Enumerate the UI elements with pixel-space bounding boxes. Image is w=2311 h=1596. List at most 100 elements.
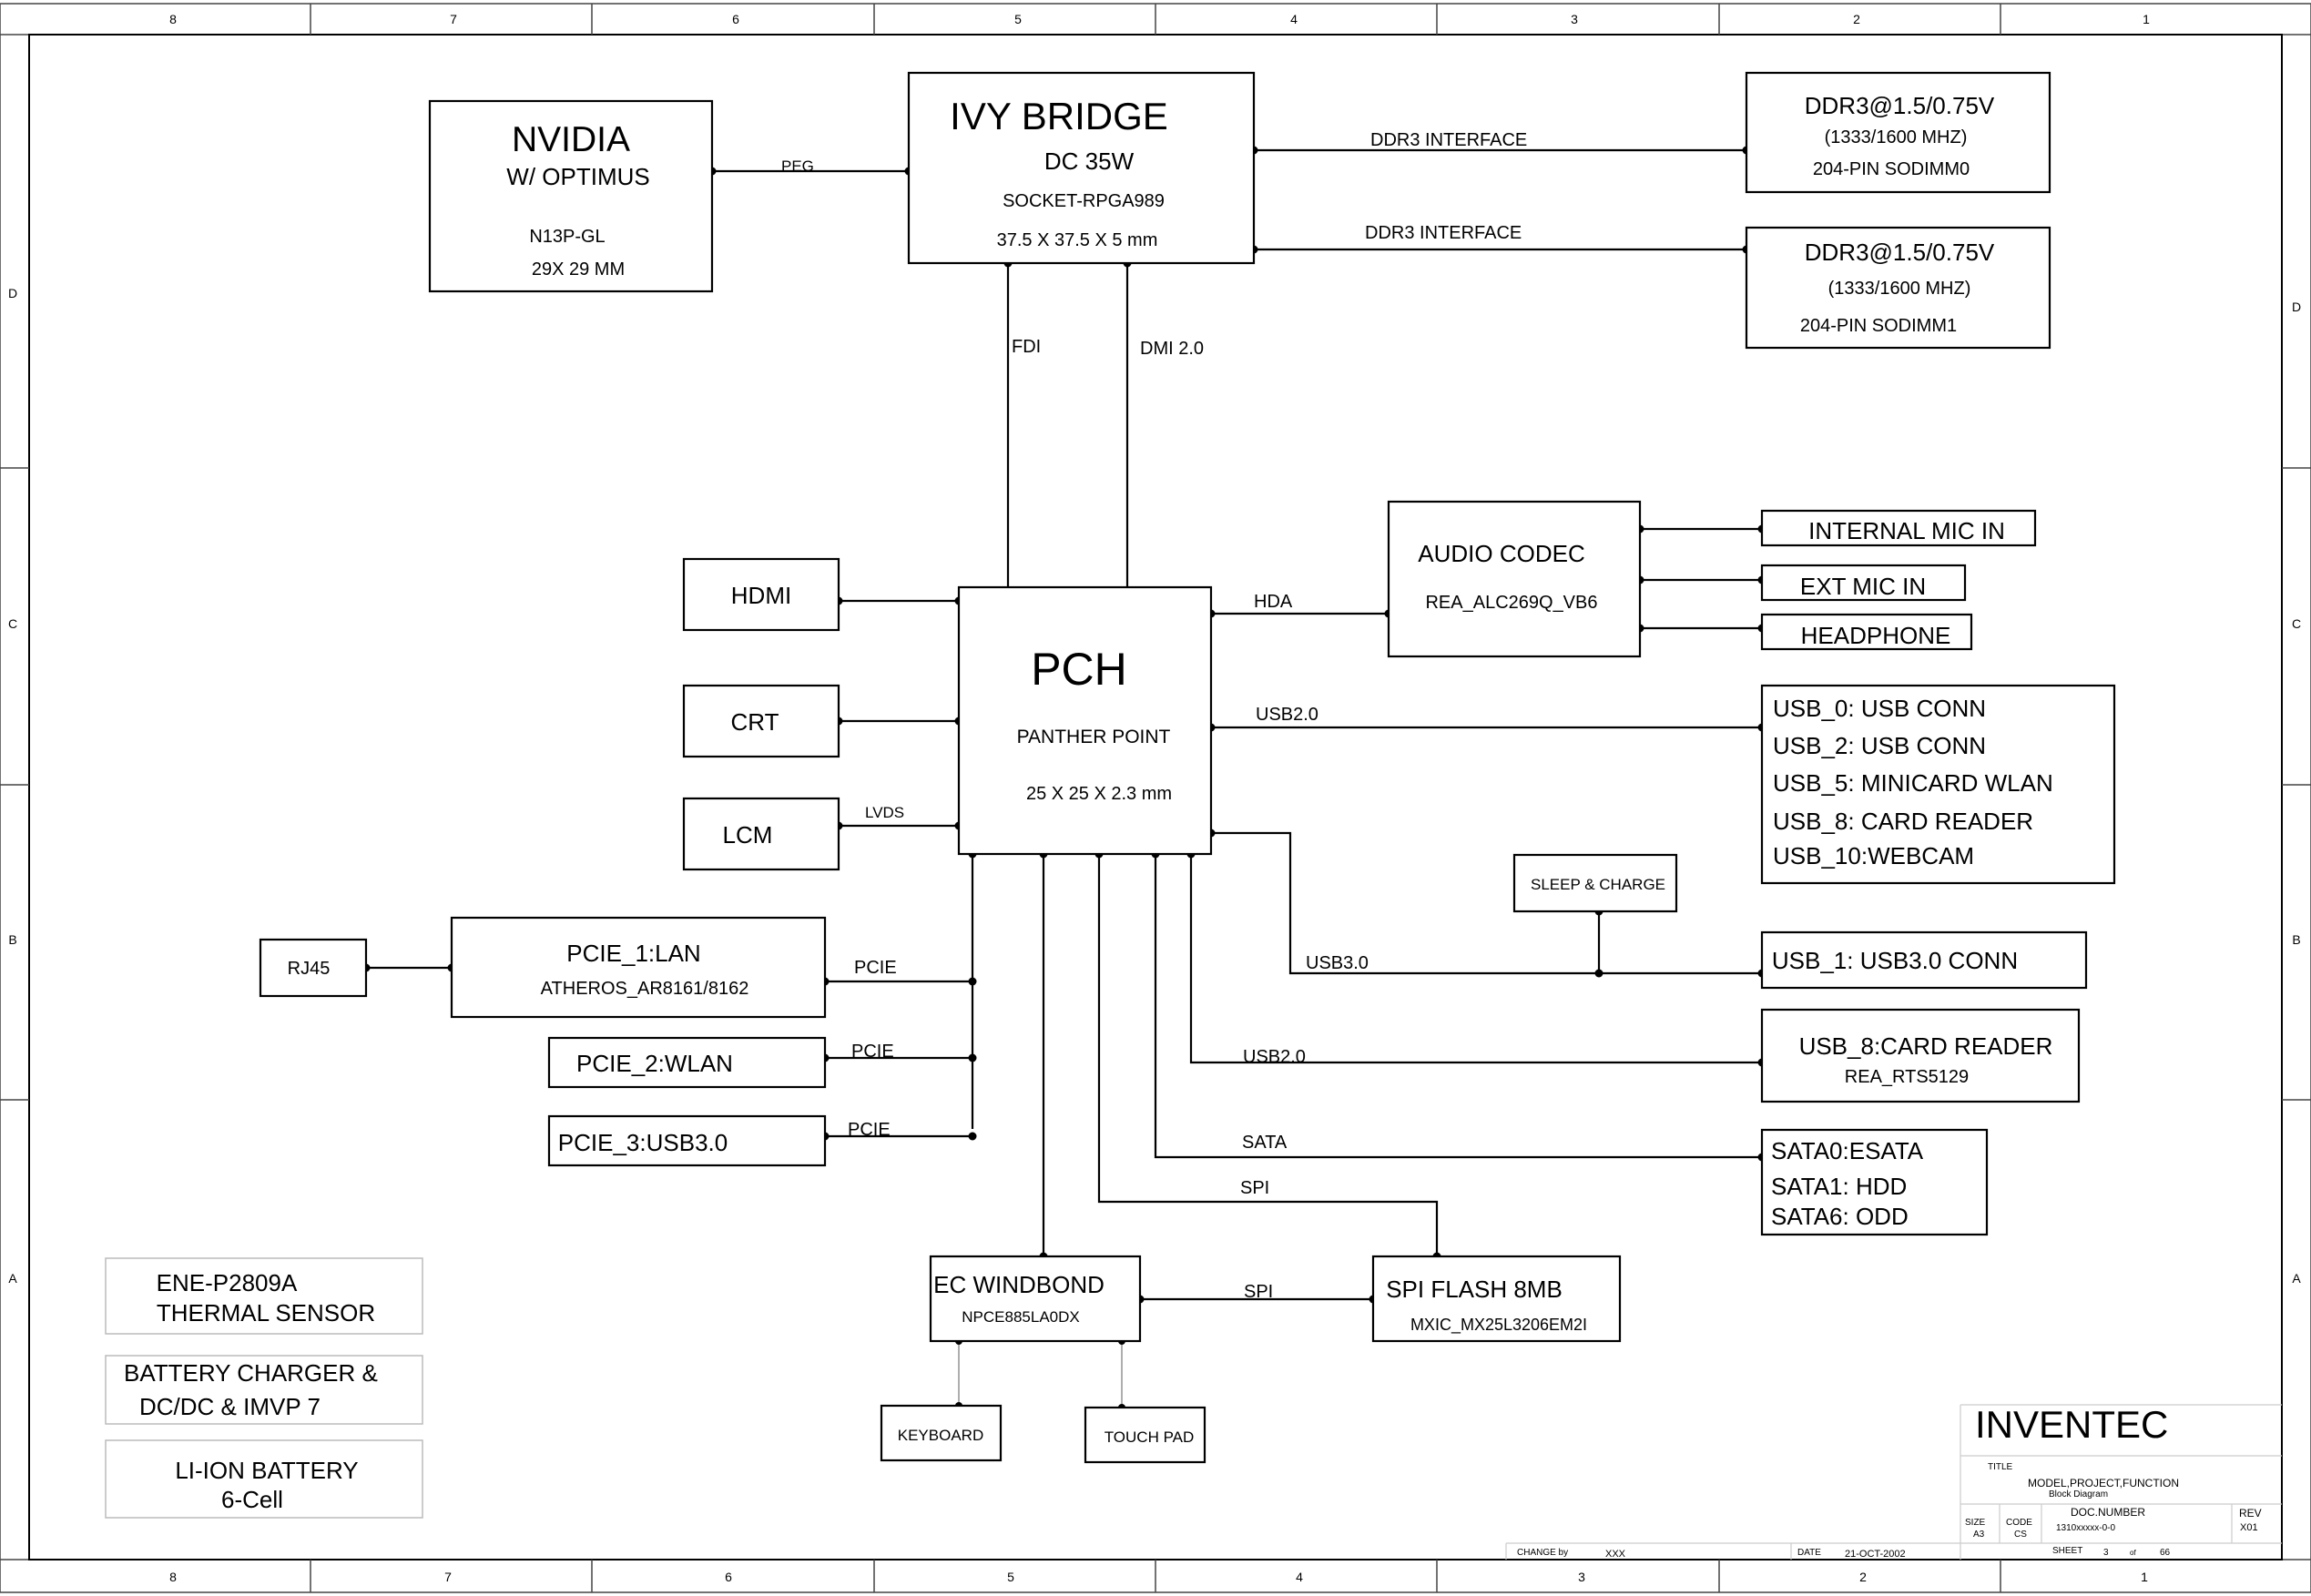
- bus-label-peg: PEG: [781, 158, 814, 175]
- usb-port-item: USB_10:WEBCAM: [1773, 842, 1974, 869]
- zone-col-bottom: 7: [444, 1570, 452, 1584]
- block-nvidia: NVIDIA W/ OPTIMUS N13P-GL 29X 29 MM: [428, 99, 714, 293]
- date-value: 21-OCT-2002: [1845, 1549, 1906, 1560]
- usb-port-item: USB_8: CARD READER: [1773, 808, 2033, 835]
- pch-size: 25 X 25 X 2.3 mm: [1026, 784, 1172, 804]
- usb-port-item: USB_5: MINICARD WLAN: [1773, 769, 2053, 797]
- ddr1-voltage: DDR3@1.5/0.75V: [1805, 239, 1995, 266]
- bus-label-usb30: USB3.0: [1306, 953, 1369, 973]
- ddr0-voltage: DDR3@1.5/0.75V: [1805, 92, 1995, 119]
- ddr1-slot: 204-PIN SODIMM1: [1800, 316, 1957, 336]
- zone-col-top: 6: [732, 12, 739, 26]
- bus-label-pcie-a: PCIE: [854, 958, 897, 978]
- zone-col-bottom: 1: [2141, 1570, 2148, 1584]
- zone-col-top: 7: [450, 12, 457, 26]
- keyboard-label: KEYBOARD: [898, 1427, 983, 1444]
- zone-labels: 8 7 6 5 4 3 2 1 8 7 6 5 4 3 2 1 D C B A …: [8, 12, 2301, 1584]
- nvidia-size: 29X 29 MM: [532, 259, 625, 280]
- usb-port-item: USB_0: USB CONN: [1773, 695, 1986, 722]
- block-battery-charger: BATTERY CHARGER & DC/DC & IMVP 7: [105, 1355, 423, 1425]
- zone-row-right: D: [2292, 300, 2301, 314]
- zone-row-left: A: [8, 1271, 17, 1286]
- spi-flash-part: MXIC_MX25L3206EM2I: [1410, 1316, 1587, 1335]
- sheet-of-label: of: [2130, 1549, 2136, 1557]
- zone-col-bottom: 6: [725, 1570, 732, 1584]
- sata-port-item: SATA1: HDD: [1771, 1173, 1907, 1200]
- bus-label-pcie-b: PCIE: [851, 1042, 894, 1062]
- sheet-total: 66: [2160, 1548, 2171, 1558]
- wire-spi-a: [1097, 854, 1439, 1256]
- zone-row-right: A: [2292, 1271, 2301, 1286]
- bus-label-ddr3-a: DDR3 INTERFACE: [1370, 130, 1527, 150]
- change-label: CHANGE by: [1517, 1548, 1568, 1558]
- block-headphone: HEADPHONE: [1760, 613, 1973, 651]
- zone-col-bottom: 4: [1296, 1570, 1303, 1584]
- battery-cells: 6-Cell: [221, 1486, 283, 1513]
- zone-row-left: C: [8, 616, 17, 631]
- bus-label-fdi: FDI: [1012, 337, 1041, 357]
- block-rj45: RJ45: [259, 938, 368, 998]
- usb-port-item: USB_2: USB CONN: [1773, 732, 1986, 759]
- card-reader-part: REA_RTS5129: [1845, 1067, 1969, 1087]
- drawing-title: MODEL,PROJECT,FUNCTION: [2028, 1477, 2179, 1489]
- touchpad-label: TOUCH PAD: [1105, 1428, 1195, 1446]
- sata-port-item: SATA6: ODD: [1771, 1203, 1909, 1230]
- sheet-frame: [0, 3, 2311, 1593]
- ivy-socket: SOCKET-RPGA989: [1003, 191, 1165, 211]
- zone-row-left: D: [8, 286, 17, 300]
- internal-mic-label: INTERNAL MIC IN: [1808, 517, 2005, 544]
- bus-label-hda: HDA: [1254, 592, 1293, 612]
- spi-flash-name: SPI FLASH 8MB: [1386, 1276, 1563, 1303]
- crt-label: CRT: [731, 708, 779, 736]
- block-ext-mic: EXT MIC IN: [1760, 564, 1967, 602]
- nvidia-part: N13P-GL: [529, 227, 605, 247]
- block-pcie2-wlan: PCIE_2:WLAN: [547, 1036, 827, 1089]
- zone-col-bottom: 3: [1578, 1570, 1585, 1584]
- nvidia-optimus: W/ OPTIMUS: [506, 163, 649, 190]
- bus-label-dmi: DMI 2.0: [1140, 339, 1204, 359]
- block-usb-ports: USB_0: USB CONN USB_2: USB CONN USB_5: M…: [1760, 684, 2116, 885]
- pcie1-part: ATHEROS_AR8161/8162: [541, 979, 749, 999]
- ext-mic-label: EXT MIC IN: [1800, 573, 1926, 600]
- lcm-label: LCM: [723, 821, 773, 849]
- hdmi-label: HDMI: [731, 582, 791, 609]
- ec-part: NPCE885LA0DX: [962, 1308, 1079, 1326]
- pcie1-name: PCIE_1:LAN: [566, 940, 700, 967]
- change-value: XXX: [1605, 1549, 1626, 1560]
- block-ivy-bridge: IVY BRIDGE DC 35W SOCKET-RPGA989 37.5 X …: [907, 71, 1256, 265]
- pcie3-label: PCIE_3:USB3.0: [558, 1129, 728, 1156]
- bus-label-pcie-c: PCIE: [848, 1120, 891, 1140]
- charger-line1: BATTERY CHARGER &: [124, 1359, 378, 1387]
- sheet-label: SHEET: [2052, 1546, 2082, 1556]
- ddr0-speed: (1333/1600 MHZ): [1825, 127, 1968, 147]
- block-pcie3-usb30: PCIE_3:USB3.0: [547, 1114, 827, 1167]
- zone-row-right: B: [2292, 932, 2300, 947]
- headphone-label: HEADPHONE: [1801, 622, 1951, 649]
- block-keyboard: KEYBOARD: [880, 1404, 1003, 1462]
- usb1-label: USB_1: USB3.0 CONN: [1772, 947, 2018, 974]
- zone-row-left: B: [8, 932, 16, 947]
- zone-col-bottom: 5: [1007, 1570, 1014, 1584]
- pch-name: PCH: [1031, 644, 1127, 695]
- sleep-charge-label: SLEEP & CHARGE: [1531, 876, 1665, 893]
- bus-label-usb20-b: USB2.0: [1243, 1047, 1306, 1067]
- block-card-reader: USB_8:CARD READER REA_RTS5129: [1760, 1008, 2081, 1103]
- ivy-size: 37.5 X 37.5 X 5 mm: [997, 230, 1158, 250]
- block-touch-pad: TOUCH PAD: [1084, 1406, 1206, 1464]
- zone-col-bottom: 2: [1859, 1570, 1867, 1584]
- code-label: CODE: [2006, 1518, 2032, 1528]
- zone-col-top: 1: [2143, 12, 2150, 26]
- block-ddr-sodimm0: DDR3@1.5/0.75V (1333/1600 MHZ) 204-PIN S…: [1745, 71, 2051, 194]
- bus-label-sata: SATA: [1242, 1133, 1288, 1153]
- pcie2-label: PCIE_2:WLAN: [576, 1050, 733, 1077]
- block-pcie1-lan: PCIE_1:LAN ATHEROS_AR8161/8162: [450, 916, 827, 1019]
- ivy-name: IVY BRIDGE: [950, 95, 1168, 137]
- ddr1-speed: (1333/1600 MHZ): [1828, 279, 1971, 299]
- block-pch: PCH PANTHER POINT 25 X 25 X 2.3 mm: [957, 585, 1213, 856]
- sata-port-item: SATA0:ESATA: [1771, 1137, 1924, 1164]
- battery-type: LI-ION BATTERY: [175, 1457, 358, 1484]
- bus-label-spi-a: SPI: [1240, 1178, 1269, 1198]
- wires: [366, 148, 1762, 1408]
- bus-label-spi-b: SPI: [1244, 1282, 1273, 1302]
